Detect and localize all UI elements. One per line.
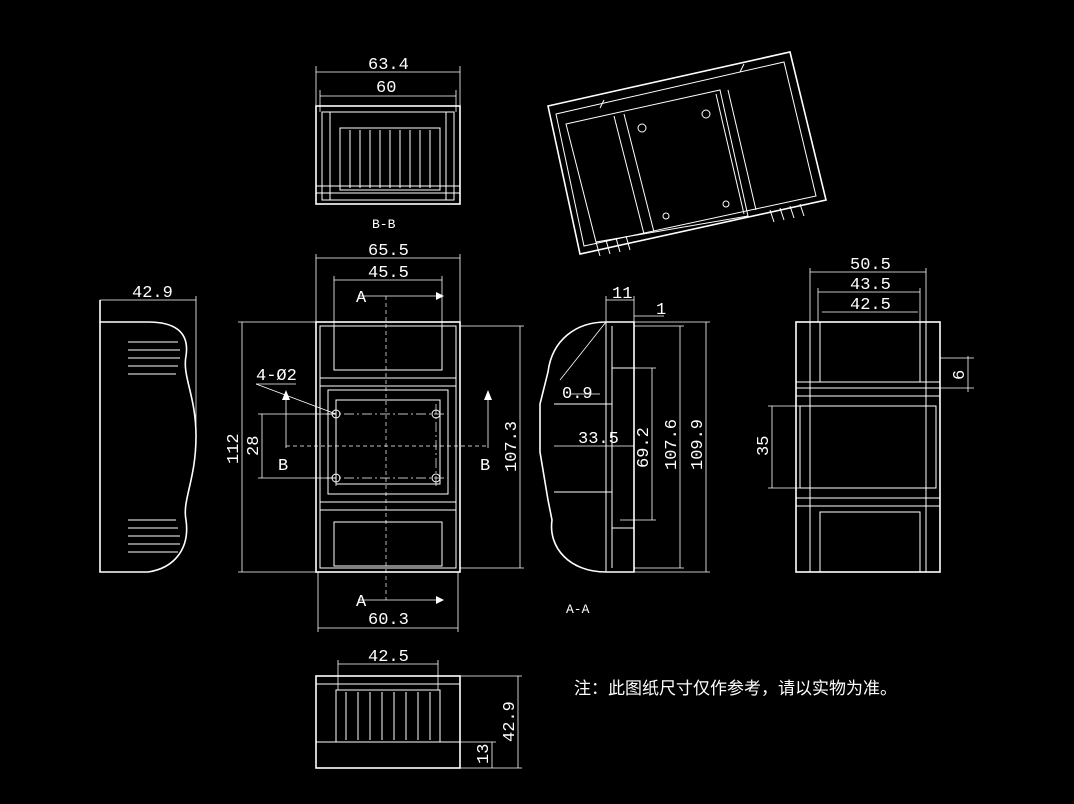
dim-section-step: 0.9 bbox=[562, 385, 593, 404]
dim-section-inner-h3: 109.9 bbox=[689, 419, 708, 470]
section-bb-label: B-B bbox=[372, 217, 396, 232]
dim-right-w2: 43.5 bbox=[850, 276, 891, 295]
dim-section-top-offset: 11 bbox=[612, 285, 632, 304]
dim-right-h: 35 bbox=[755, 436, 774, 456]
dim-top-inner-width: 60 bbox=[376, 79, 396, 98]
dim-front-height: 112 bbox=[225, 433, 244, 464]
dim-right-w3: 42.5 bbox=[850, 296, 891, 315]
bottom-view: 42.5 42.9 13 bbox=[315, 648, 522, 769]
dim-section-wall: 1 bbox=[656, 301, 666, 320]
dim-bottom-width: 42.5 bbox=[368, 648, 409, 667]
top-view-ribs bbox=[349, 130, 431, 188]
dim-section-inner-h1: 69.2 bbox=[635, 427, 654, 468]
dim-bottom-height: 42.9 bbox=[501, 701, 520, 742]
cut-b-right: B bbox=[480, 457, 490, 476]
dim-right-small: 6 bbox=[951, 370, 970, 380]
right-side-view: 50.5 43.5 42.5 6 35 bbox=[755, 256, 974, 573]
dim-front-bottom-width: 60.3 bbox=[368, 611, 409, 630]
front-view: A A B B 65.5 45.5 60.3 4-Ø2 112 bbox=[225, 242, 524, 632]
isometric-view bbox=[547, 51, 827, 257]
cut-a-top: A bbox=[356, 289, 367, 308]
dim-front-inner-height: 107.3 bbox=[503, 421, 522, 472]
dim-right-w1: 50.5 bbox=[850, 256, 891, 275]
top-view: 63.4 60 B-B bbox=[315, 56, 461, 232]
dim-front-overall-width: 65.5 bbox=[368, 242, 409, 261]
dim-front-inner-width: 45.5 bbox=[368, 264, 409, 283]
dim-top-outer-width: 63.4 bbox=[368, 56, 409, 75]
cut-a-bottom: A bbox=[356, 593, 367, 612]
dim-hole-spacing: 28 bbox=[245, 436, 264, 456]
section-aa-label: A-A bbox=[566, 602, 590, 617]
dim-holes: 4-Ø2 bbox=[256, 367, 297, 386]
left-side-view: 42.9 bbox=[99, 284, 197, 573]
section-aa-view: 11 1 0.9 33.5 69.2 107.6 109.9 A-A bbox=[539, 285, 710, 617]
drawing-note: 注：此图纸尺寸仅作参考，请以实物为准。 bbox=[574, 679, 897, 699]
dim-section-inner-h2: 107.6 bbox=[663, 419, 682, 470]
cut-b-left: B bbox=[278, 457, 288, 476]
dim-left-depth: 42.9 bbox=[132, 284, 173, 303]
dim-section-depth: 33.5 bbox=[578, 430, 619, 449]
dim-bottom-small: 13 bbox=[475, 744, 494, 764]
